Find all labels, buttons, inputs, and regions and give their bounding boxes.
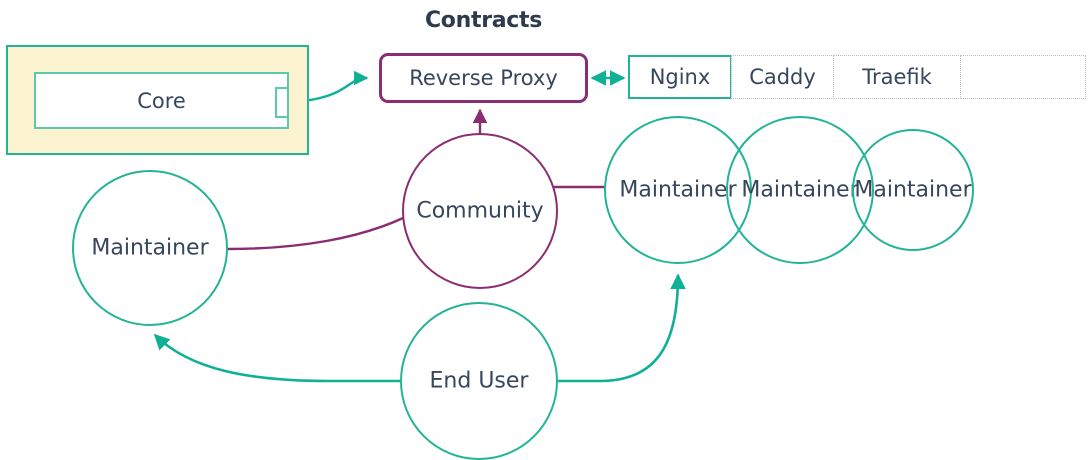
provider-table: Nginx Caddy Traefik xyxy=(628,55,1086,99)
provider-cell-nginx[interactable]: Nginx xyxy=(628,55,732,99)
connector-end-user-to-maintainer-right xyxy=(558,273,686,383)
provider-cell-empty[interactable] xyxy=(960,55,1086,99)
provider-cell-label: Traefik xyxy=(862,65,932,89)
reverse-proxy-label: Reverse Proxy xyxy=(409,66,558,90)
connector-end-user-to-maintainer-left xyxy=(153,333,400,383)
actor-community[interactable] xyxy=(402,133,558,289)
actor-maintainer-right-3[interactable] xyxy=(852,129,974,251)
core-group[interactable]: Core xyxy=(6,45,309,155)
core-port[interactable] xyxy=(275,87,289,118)
provider-cell-caddy[interactable]: Caddy xyxy=(731,55,834,99)
provider-cell-traefik[interactable]: Traefik xyxy=(833,55,961,99)
reverse-proxy-node[interactable]: Reverse Proxy xyxy=(379,53,588,103)
provider-cell-label: Nginx xyxy=(649,65,711,89)
contracts-title: Contracts xyxy=(424,8,543,33)
core-node[interactable]: Core xyxy=(34,72,289,129)
core-label: Core xyxy=(137,88,186,113)
actor-maintainer-left[interactable] xyxy=(72,170,228,326)
actor-end-user[interactable] xyxy=(400,302,558,460)
provider-cell-label: Caddy xyxy=(749,65,816,89)
connector-community-to-maintainer-left xyxy=(227,216,404,251)
